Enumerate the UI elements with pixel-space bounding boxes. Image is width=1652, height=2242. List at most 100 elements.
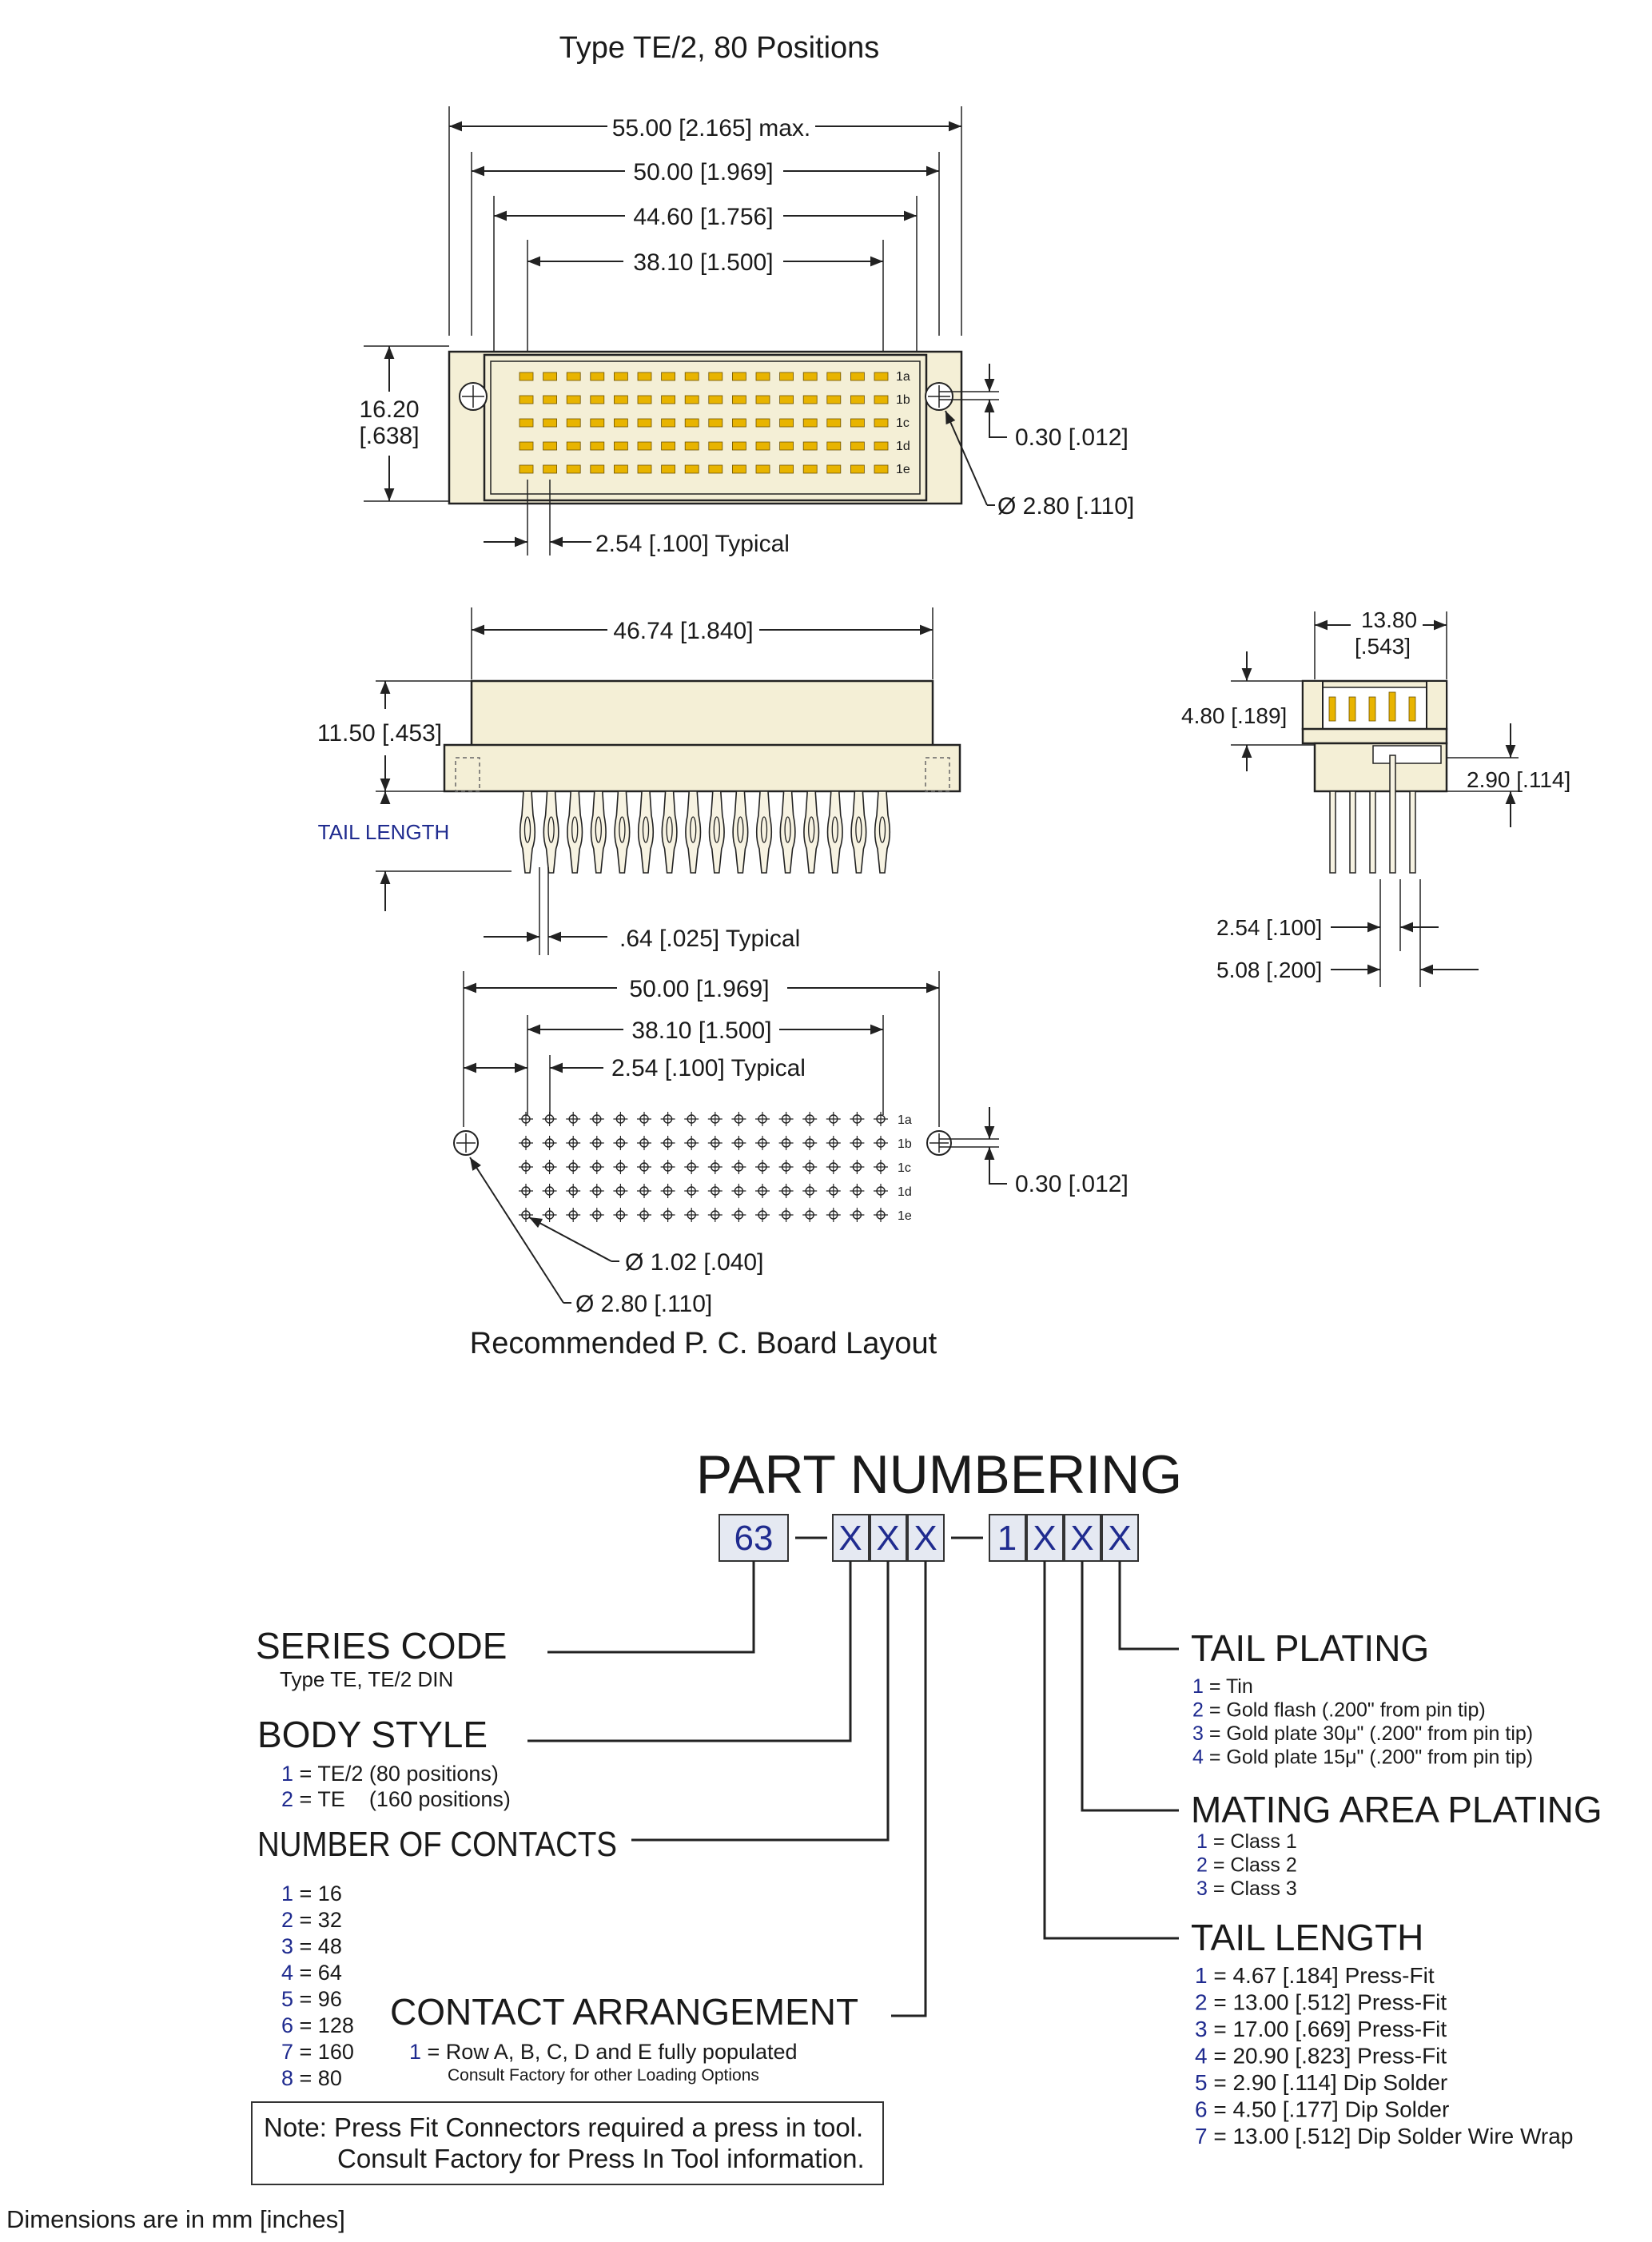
tail-length-option: 4 = 20.90 [.823] Press-Fit (1195, 2044, 1447, 2069)
side-view: 46.74 [1.840] 11.50 [.453] TAIL LENGTH .… (317, 607, 961, 955)
pcb-pin-hole (589, 1208, 604, 1222)
pcb-pin-hole (519, 1184, 533, 1198)
row-label-1e: 1e (896, 463, 910, 476)
end-dim-upper: 4.80 [.189] (1181, 703, 1287, 728)
end-pin (1349, 790, 1356, 874)
pin-tail (708, 790, 725, 874)
pcb-pin-hole (707, 1208, 723, 1222)
contacts-option: 4 = 64 (281, 1961, 342, 1985)
body-style-option-1: 1 = TE/2 (80 positions) (281, 1762, 499, 1786)
contacts-option: 2 = 32 (281, 1908, 342, 1932)
contact-pin (543, 441, 557, 451)
end-dim-pitch-1: 2.54 [.100] (1216, 915, 1322, 940)
row-label-1c: 1c (896, 416, 910, 430)
contact-pin (543, 395, 557, 404)
contact-pin (661, 372, 675, 381)
tail-length-option: 5 = 2.90 [.114] Dip Solder (1195, 2070, 1447, 2095)
contacts-option: 1 = 16 (281, 1882, 342, 1906)
contact-pin (708, 418, 723, 428)
contact-pin (614, 441, 628, 451)
contact-pin (826, 372, 842, 381)
pcb-dim-pin-hole: Ø 1.02 [.040] (625, 1249, 763, 1276)
dim-pin-span: 38.10 [1.500] (633, 249, 773, 276)
contact-pin (614, 372, 628, 381)
dim-pitch: 2.54 [.100] Typical (595, 531, 790, 557)
end-dim-pitch-2: 5.08 [.200] (1216, 958, 1322, 982)
pin-tail (826, 790, 843, 874)
pcb-pin-hole (707, 1184, 723, 1198)
pcb-pin-hole (566, 1160, 581, 1174)
contact-pin (708, 464, 723, 474)
contact-pin (661, 395, 675, 404)
contact-pin (566, 418, 581, 428)
tail-length-option: 2 = 13.00 [.512] Press-Fit (1195, 1990, 1447, 2015)
pcb-pin-hole (707, 1136, 723, 1150)
pcb-pin-hole (542, 1160, 557, 1174)
pin-tail (874, 790, 891, 874)
side-dim-pin-width: .64 [.025] Typical (619, 926, 800, 952)
pcb-pin-hole (519, 1160, 533, 1174)
pcb-pin-hole (613, 1136, 628, 1150)
pcb-pin-hole (802, 1136, 818, 1150)
end-dim-lower: 2.90 [.114] (1467, 767, 1570, 792)
contact-pin (543, 418, 557, 428)
series-code-sub: Type TE, TE/2 DIN (280, 1667, 453, 1691)
pcb-pin-hole (731, 1112, 746, 1126)
contact-pin (732, 464, 746, 474)
contacts-option: 8 = 80 (281, 2066, 342, 2090)
contact-pin (684, 418, 699, 428)
contact-pin (874, 441, 889, 451)
dim-height-mm: 16.20 (359, 396, 419, 423)
contacts-option: 7 = 160 (281, 2040, 354, 2064)
pin-tail (850, 790, 867, 874)
dim-mount: 50.00 [1.969] (633, 159, 773, 185)
contact-pin (802, 441, 818, 451)
box-1: 1 (997, 1519, 1017, 1558)
tail-length-option: 7 = 13.00 [.512] Dip Solder Wire Wrap (1195, 2124, 1573, 2148)
contacts-option: 3 = 48 (281, 1934, 342, 1958)
contact-pin (684, 372, 699, 381)
pcb-pin-hole (637, 1184, 651, 1198)
contact-pin (732, 372, 746, 381)
box-x-2: X (876, 1519, 899, 1558)
contact-pin (755, 418, 770, 428)
contact-pin (661, 418, 675, 428)
pcb-pin-hole (684, 1160, 699, 1174)
contact-pin (543, 464, 557, 474)
pcb-pin-hole (778, 1112, 794, 1126)
contact-pin (755, 464, 770, 474)
dim-body-inner: 44.60 [1.756] (633, 204, 773, 230)
pcb-pin-hole (755, 1160, 770, 1174)
contact-pin (614, 418, 628, 428)
tail-length-option: 6 = 4.50 [.177] Dip Solder (1195, 2097, 1449, 2122)
pcb-dim-pitch: 2.54 [.100] Typical (611, 1055, 806, 1081)
pcb-pin-hole (826, 1184, 841, 1198)
tail-length-option: 3 = 17.00 [.669] Press-Fit (1195, 2017, 1447, 2041)
pcb-pin-hole (778, 1208, 794, 1222)
end-dim-width-in: [.543] (1355, 634, 1411, 659)
contact-pin (826, 441, 842, 451)
pcb-row-1e: 1e (898, 1209, 912, 1223)
pcb-pin-hole (684, 1112, 699, 1126)
dim-height-in: [.638] (359, 423, 419, 449)
pcb-dim-mount: 50.00 [1.969] (629, 976, 769, 1002)
pcb-pin-hole (778, 1184, 794, 1198)
pcb-pin-hole (850, 1160, 865, 1174)
pcb-pin-hole (874, 1160, 888, 1174)
pcb-pin-hole (874, 1112, 888, 1126)
part-numbering-title: PART NUMBERING (696, 1444, 1182, 1505)
pcb-pin-hole (707, 1112, 723, 1126)
top-view-title: Type TE/2, 80 Positions (559, 31, 880, 65)
tail-plating-option: 2 = Gold flash (.200" from pin tip) (1192, 1699, 1486, 1722)
contact-pin (779, 372, 794, 381)
side-tails (519, 790, 891, 874)
pcb-pin-hole (660, 1184, 675, 1198)
pcb-pin-hole (802, 1112, 818, 1126)
end-pin (1389, 755, 1396, 874)
end-pin (1409, 790, 1416, 874)
note-line-1: Note: Press Fit Connectors required a pr… (264, 2113, 863, 2142)
contact-pin (850, 418, 865, 428)
pin-tail (755, 790, 773, 874)
dim-offset: 0.30 [.012] (1015, 424, 1129, 451)
